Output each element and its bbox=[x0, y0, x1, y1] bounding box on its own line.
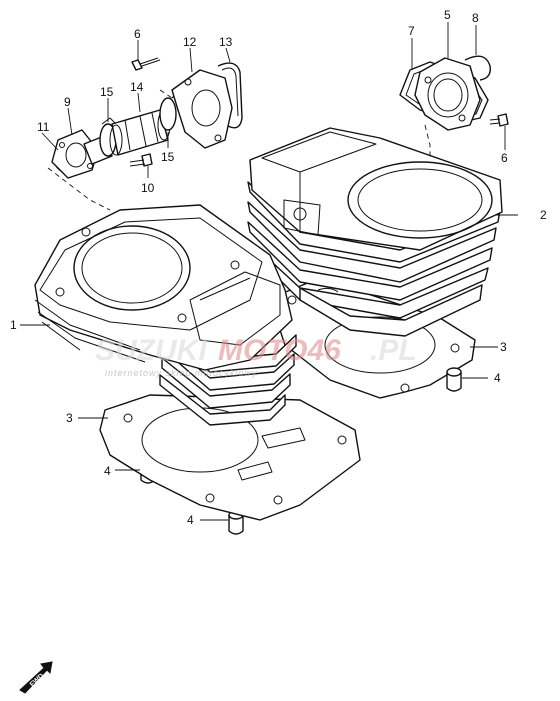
watermark-part1: SUZUKI bbox=[95, 334, 207, 367]
callout-6: 6 bbox=[134, 27, 141, 41]
forward-arrow-icon: FWD bbox=[19, 661, 53, 694]
callout-4: 4 bbox=[494, 371, 501, 385]
callout-2: 2 bbox=[540, 208, 547, 222]
callout-4: 4 bbox=[187, 513, 194, 527]
callout-11: 11 bbox=[37, 120, 50, 134]
dowel-pin-rear bbox=[446, 367, 462, 392]
callout-15: 15 bbox=[100, 85, 114, 99]
callouts: 1 2 3 3 4 4 4 5 6 6 7 8 9 10 11 12 13 14… bbox=[10, 8, 547, 527]
callout-6: 6 bbox=[501, 151, 508, 165]
callout-4: 4 bbox=[104, 464, 111, 478]
bolt-10 bbox=[129, 153, 153, 167]
bolt-6-left bbox=[131, 57, 161, 71]
rear-cylinder bbox=[247, 127, 503, 337]
intake-manifold bbox=[171, 62, 243, 149]
callout-10: 10 bbox=[141, 181, 155, 195]
callout-9: 9 bbox=[64, 95, 71, 109]
fwd-label: FWD bbox=[29, 673, 46, 689]
watermark: SUZUKI MOTO46 .PL internetowy sklep moto… bbox=[95, 334, 417, 378]
callout-5: 5 bbox=[444, 8, 451, 22]
right-intake-flange bbox=[399, 55, 491, 131]
callout-12: 12 bbox=[183, 35, 197, 49]
assembly-guide-lines bbox=[47, 89, 431, 211]
callout-7: 7 bbox=[408, 24, 415, 38]
front-cylinder bbox=[34, 204, 297, 426]
watermark-subtitle: internetowy sklep motocyklowy bbox=[105, 368, 258, 378]
callout-14: 14 bbox=[130, 80, 144, 94]
leader-lines bbox=[20, 22, 518, 521]
callout-13: 13 bbox=[219, 35, 233, 49]
callout-8: 8 bbox=[472, 11, 479, 25]
watermark-part3: .PL bbox=[370, 334, 417, 367]
bolt-6-right bbox=[489, 113, 509, 127]
callout-15: 15 bbox=[161, 150, 175, 164]
callout-3: 3 bbox=[66, 411, 73, 425]
watermark-part2: MOTO46 bbox=[218, 334, 341, 367]
callout-1: 1 bbox=[10, 318, 17, 332]
callout-3: 3 bbox=[500, 340, 507, 354]
intake-pipe-assembly bbox=[51, 91, 185, 179]
